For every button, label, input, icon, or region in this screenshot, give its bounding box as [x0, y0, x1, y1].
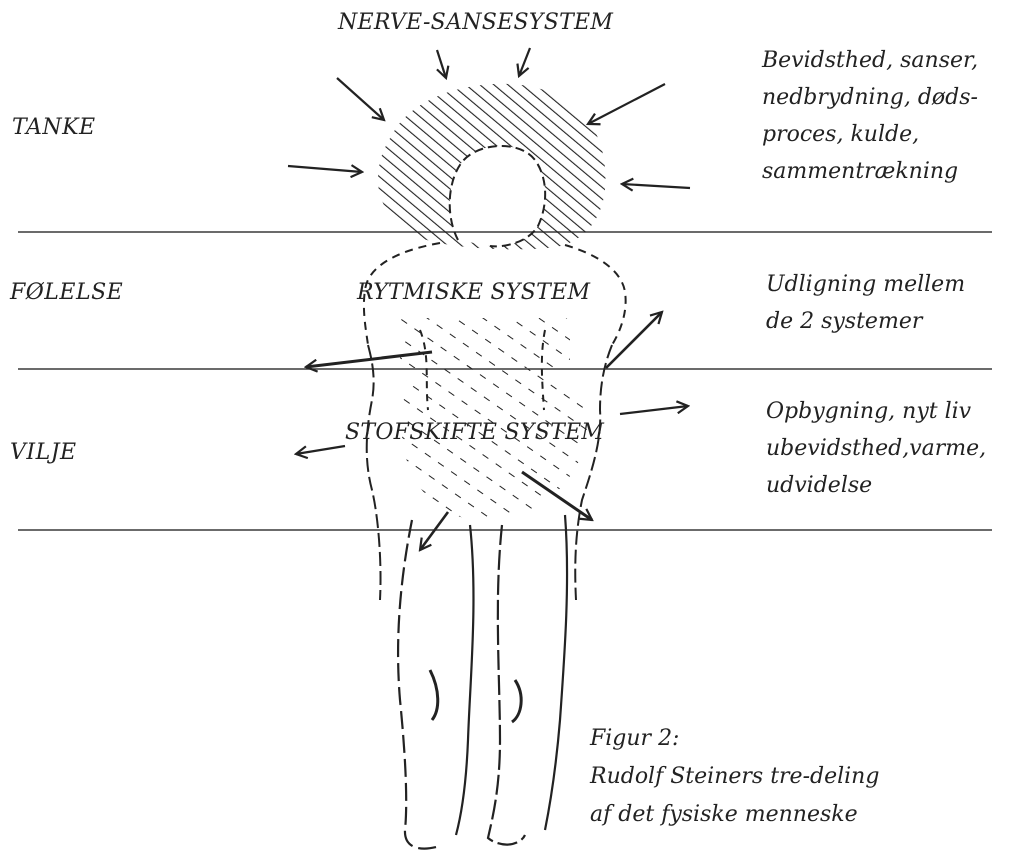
- description-line: nedbrydning, døds-: [762, 79, 978, 116]
- description-folelse: Udligning mellem de 2 systemer: [766, 266, 965, 340]
- system-label-nerve-sense: NERVE-SANSESYSTEM: [338, 10, 613, 35]
- system-label-rhythmic: RYTMISKE SYSTEM: [357, 280, 590, 305]
- description-line: udvidelse: [766, 467, 986, 504]
- caption-line: Rudolf Steiners tre-deling: [590, 758, 879, 796]
- legs-outline: [398, 515, 567, 849]
- zone-label-tanke: TANKE: [12, 115, 96, 140]
- description-vilje: Opbygning, nyt liv ubevidsthed,varme, ud…: [766, 393, 986, 504]
- description-line: Opbygning, nyt liv: [766, 393, 986, 430]
- description-tanke: Bevidsthed, sanser, nedbrydning, døds- p…: [762, 42, 978, 190]
- zone-label-vilje: VILJE: [10, 440, 77, 465]
- description-line: de 2 systemer: [766, 303, 965, 340]
- caption-line: af det fysiske menneske: [590, 796, 879, 834]
- zone-label-folelse: FØLELSE: [10, 280, 123, 305]
- description-line: ubevidsthed,varme,: [766, 430, 986, 467]
- description-line: Bevidsthed, sanser,: [762, 42, 978, 79]
- head-hatched-region: [378, 84, 605, 250]
- figure-caption: Figur 2: Rudolf Steiners tre-deling af d…: [590, 720, 879, 834]
- chest-hatching: [400, 318, 570, 368]
- description-line: proces, kulde,: [762, 116, 978, 153]
- description-line: Udligning mellem: [766, 266, 965, 303]
- system-label-metabolic: STOFSKIFTE SYSTEM: [345, 420, 604, 445]
- description-line: sammentrækning: [762, 153, 978, 190]
- caption-line: Figur 2:: [590, 720, 879, 758]
